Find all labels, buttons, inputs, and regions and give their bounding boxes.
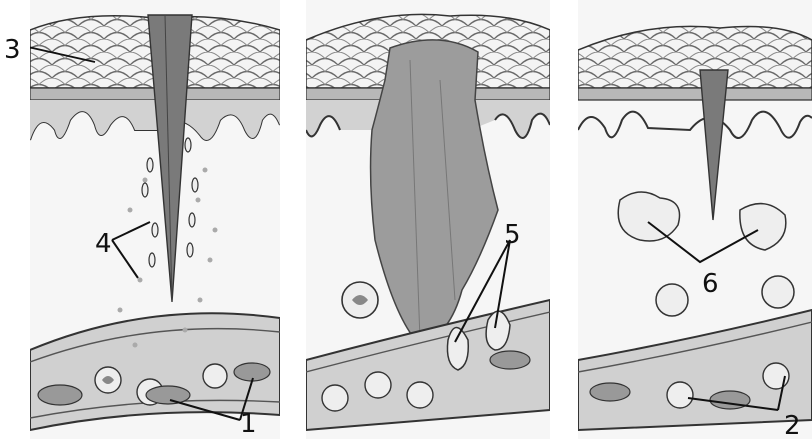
label-2: 2 (784, 411, 801, 439)
label-3: 3 (4, 35, 21, 65)
label-4: 4 (95, 229, 112, 259)
label-6: 6 (702, 269, 719, 299)
label-1: 1 (240, 409, 257, 439)
label-5: 5 (504, 220, 521, 250)
panel-1 (28, 0, 280, 439)
panel-3 (578, 0, 812, 439)
